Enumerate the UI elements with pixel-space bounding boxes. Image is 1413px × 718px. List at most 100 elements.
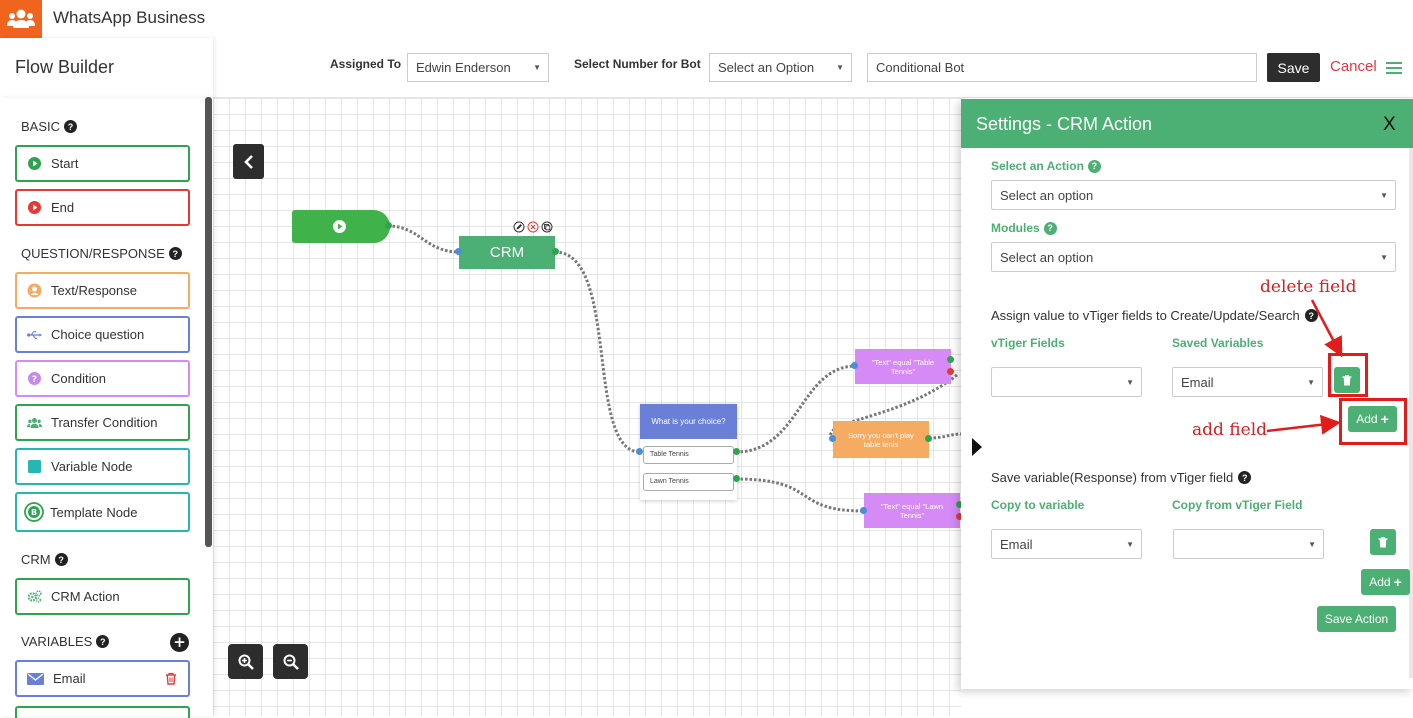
help-icon[interactable]: ? — [168, 247, 182, 260]
delete-field-button[interactable] — [1334, 367, 1360, 393]
number-select[interactable]: Select an Option ▼ — [709, 53, 852, 82]
usb-icon — [27, 327, 42, 342]
connector-dot[interactable] — [925, 435, 932, 442]
connector-dot[interactable] — [947, 356, 954, 363]
connector-dot[interactable] — [829, 435, 836, 442]
connector-dot[interactable] — [385, 222, 392, 229]
collapse-sidebar-button[interactable] — [233, 144, 264, 179]
help-icon[interactable]: ? — [96, 635, 110, 648]
crm-node[interactable]: CRM — [459, 236, 555, 269]
zoom-in-button[interactable] — [228, 644, 263, 679]
cancel-button[interactable]: Cancel — [1330, 58, 1377, 75]
help-icon[interactable]: ? — [1087, 159, 1101, 173]
trash-icon[interactable] — [165, 672, 177, 688]
add-label: Add — [1369, 575, 1391, 589]
select-action-dropdown[interactable]: Select an option ▼ — [991, 180, 1396, 210]
connector-dot[interactable] — [956, 501, 963, 508]
help-icon[interactable]: ? — [54, 553, 68, 566]
hamburger-menu-icon[interactable] — [1386, 60, 1402, 74]
connector-dot[interactable] — [636, 448, 643, 455]
connector-dot[interactable] — [552, 248, 559, 255]
sidebar-item-label: Template Node — [50, 504, 138, 520]
number-value: Select an Option — [718, 60, 815, 75]
bot-name-input[interactable]: Conditional Bot — [867, 53, 1257, 82]
caret-down-icon: ▼ — [533, 63, 541, 72]
help-icon[interactable]: ? — [1238, 471, 1252, 484]
vtiger-field-select[interactable]: ▼ — [991, 367, 1142, 397]
sidebar-item-choice-question[interactable]: Choice question — [15, 316, 190, 353]
annotation-box-add — [1339, 398, 1407, 445]
vtiger-fields-label: vTiger Fields — [991, 336, 1065, 350]
connector-dot[interactable] — [851, 362, 858, 369]
sidebar-item-variable-node[interactable]: Variable Node — [15, 448, 190, 485]
settings-panel-header — [961, 99, 1413, 148]
envelope-icon — [27, 671, 44, 686]
whatsapp-business-icon: B — [24, 502, 44, 522]
sidebar-item-template-node[interactable]: B Template Node — [15, 492, 190, 532]
choice-option[interactable]: Table Tennis — [643, 446, 734, 464]
saved-variable-select[interactable]: Email ▼ — [1172, 367, 1323, 397]
connector-dot[interactable] — [860, 507, 867, 514]
node-toolbar[interactable] — [513, 221, 555, 233]
sidebar-item-crm-action[interactable]: CRM Action — [15, 578, 190, 615]
app-title: WhatsApp Business — [53, 8, 206, 27]
save-button[interactable]: Save — [1267, 53, 1320, 82]
sidebar-scrollbar[interactable] — [205, 97, 212, 547]
help-icon[interactable]: ? — [64, 120, 78, 133]
copy-from-label: Copy from vTiger Field — [1172, 498, 1303, 512]
modules-value: Select an option — [1000, 250, 1094, 265]
sidebar-item-partial[interactable] — [15, 706, 190, 718]
section-question-response: QUESTION/RESPONSE? — [21, 246, 182, 261]
caret-down-icon: ▼ — [1126, 540, 1134, 549]
flow-canvas[interactable] — [213, 98, 961, 716]
choice-node[interactable]: What is your choice? Table Tennis Lawn T… — [640, 404, 737, 500]
response-node[interactable]: Sorry you can't play table tenis — [833, 421, 929, 458]
section-title: BASIC — [21, 119, 61, 134]
delete-copy-field-button[interactable] — [1370, 529, 1396, 555]
trash-icon — [1342, 374, 1352, 385]
assigned-to-select[interactable]: Edwin Enderson ▼ — [407, 53, 549, 82]
section-basic: BASIC? — [21, 119, 78, 134]
sidebar-item-text-response[interactable]: Text/Response — [15, 272, 190, 309]
panel-scrollbar[interactable] — [1409, 148, 1413, 678]
add-copy-field-button[interactable]: Add+ — [1361, 569, 1410, 595]
sidebar-item-start[interactable]: Start — [15, 145, 190, 182]
help-icon[interactable]: ? — [1043, 221, 1057, 235]
question-circle-icon: ? — [27, 371, 42, 386]
copy-to-select[interactable]: Email ▼ — [991, 529, 1142, 559]
connector-dot[interactable] — [455, 248, 462, 255]
copy-from-select[interactable]: ▼ — [1173, 529, 1324, 559]
sidebar-item-label: Email — [53, 671, 86, 686]
caret-down-icon: ▼ — [836, 63, 844, 72]
help-icon[interactable]: ? — [1304, 309, 1318, 322]
app-logo[interactable] — [0, 0, 42, 38]
svg-text:?: ? — [32, 375, 37, 385]
condition-node[interactable]: "Text" equal "Lawn Tennis" — [864, 493, 960, 528]
modules-dropdown[interactable]: Select an option ▼ — [991, 242, 1396, 272]
panel-toggle-arrow-icon[interactable] — [972, 438, 982, 456]
add-field-button[interactable]: Add+ — [1348, 406, 1397, 432]
connector-dot[interactable] — [733, 448, 740, 455]
sidebar-item-condition[interactable]: ? Condition — [15, 360, 190, 397]
connector-dot[interactable] — [947, 368, 954, 375]
condition-node[interactable]: "Text" equal "Table Tennis" — [855, 349, 951, 384]
choice-option[interactable]: Lawn Tennis — [643, 473, 734, 491]
plus-icon: + — [1393, 574, 1402, 590]
modules-label: Modules? — [991, 221, 1057, 235]
sidebar-item-end[interactable]: End — [15, 189, 190, 226]
annotation-box-delete — [1328, 353, 1368, 397]
sidebar-item-label: Variable Node — [51, 459, 133, 474]
add-label: Add — [1356, 412, 1378, 426]
save-action-button[interactable]: Save Action — [1317, 606, 1396, 632]
trash-icon — [1378, 536, 1388, 547]
sidebar-item-transfer-condition[interactable]: Transfer Condition — [15, 404, 190, 441]
start-node[interactable] — [292, 210, 390, 243]
close-panel-button[interactable]: X — [1383, 114, 1396, 135]
sidebar-item-label: Transfer Condition — [51, 415, 158, 430]
connector-dot[interactable] — [956, 513, 963, 520]
sidebar-item-email[interactable]: Email — [15, 660, 190, 697]
zoom-out-button[interactable] — [273, 644, 308, 679]
square-icon — [27, 459, 42, 474]
connector-dot[interactable] — [733, 475, 740, 482]
add-variable-button[interactable]: + — [170, 633, 189, 652]
